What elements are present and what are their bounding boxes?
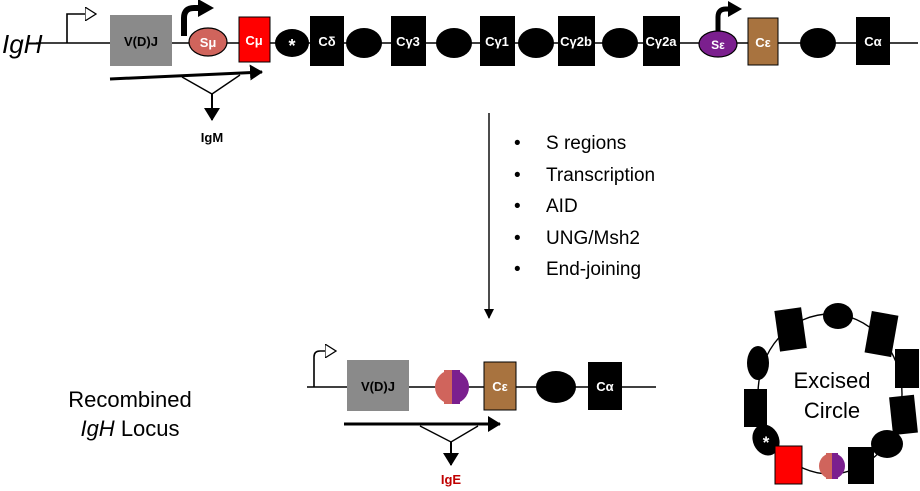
igm-splice-icon [181, 74, 241, 95]
s-mu-promoter-arrowhead-icon [198, 0, 214, 17]
germline-vdj-label: V(D)J [124, 34, 158, 49]
recombined-c-alpha-segment [588, 362, 622, 410]
c-epsilon-segment [747, 17, 779, 66]
c-epsilon-label: Cε [755, 35, 771, 50]
recombined-s-oval [536, 371, 576, 403]
recombined-vdj-label: V(D)J [361, 379, 395, 394]
circle-segment-bottom-right [848, 447, 874, 484]
circle-segment-top-left [774, 307, 807, 352]
circle-asterisk-label: * [763, 433, 770, 452]
ige-splice-icon [419, 425, 479, 443]
c-alpha-label: Cα [864, 34, 881, 49]
recombined-locus-caption: Recombined IgH Locus [50, 385, 210, 443]
recombined-c-epsilon-label: Cε [492, 379, 508, 394]
circle-hybrid-s-mu-body [826, 453, 832, 479]
recombined-c-epsilon-segment [483, 361, 517, 411]
c-gamma3-segment [391, 16, 426, 66]
recombined-promoter-arrow-icon [313, 351, 335, 387]
recombined-caption-italic: IgH [80, 416, 115, 441]
requirement-item: End-joining [512, 254, 655, 286]
igm-transcript-line [109, 64, 263, 81]
igm-label: IgM [201, 130, 223, 145]
s-mu-label: Sμ [200, 35, 217, 50]
recombined-caption-line2: IgH Locus [50, 414, 210, 443]
hybrid-s-epsilon-body [452, 370, 460, 404]
recombined-c-alpha-label: Cα [596, 379, 613, 394]
circle-segment-left [744, 389, 767, 427]
asterisk-label: * [288, 36, 295, 56]
s-epsilon-region [698, 30, 738, 58]
c-gamma2a-segment [643, 16, 680, 66]
circle-oval-top [823, 303, 853, 329]
recombined-caption-line1: Recombined [68, 387, 192, 412]
circle-c-mu-segment [774, 445, 803, 485]
s-epsilon-promoter-arrow-icon [715, 6, 730, 32]
excised-circle-label-line1: Excised [793, 368, 870, 393]
recombined-vdj-segment [347, 360, 409, 411]
c-gamma1-segment [480, 16, 515, 66]
csr-requirements-list: S regions Transcription AID UNG/Msh2 End… [512, 128, 655, 286]
c-gamma2b-segment [558, 16, 595, 66]
c-gamma2b-label: Cγ2b [560, 34, 592, 49]
s-oval-1 [346, 28, 382, 58]
c-delta-label: Cδ [318, 34, 335, 49]
c-gamma2a-label: Cγ2a [645, 34, 677, 49]
s-mu-region [188, 27, 228, 57]
c-mu-label: Cμ [245, 33, 262, 48]
hybrid-s-mu-body [444, 370, 452, 404]
circle-hybrid-s-epsilon-body [832, 453, 838, 479]
c-alpha-segment [856, 17, 890, 65]
igh-locus-label: IgH [2, 29, 43, 59]
c-gamma3-label: Cγ3 [396, 34, 420, 49]
circle-oval-lower-right [871, 430, 903, 458]
s-oval-3 [518, 28, 554, 58]
circle-segment-lower-right [889, 394, 918, 436]
s-oval-2 [436, 28, 472, 58]
s-mu-promoter-arrow-icon [181, 5, 200, 36]
s-oval-4 [602, 28, 638, 58]
circle-oval-left [747, 346, 769, 380]
ige-label: IgE [441, 472, 462, 487]
c-delta-segment [310, 16, 344, 66]
requirement-item: UNG/Msh2 [512, 223, 655, 255]
excised-circle-label-line2: Circle [804, 398, 860, 423]
requirement-item: S regions [512, 128, 655, 160]
c-gamma1-label: Cγ1 [485, 34, 509, 49]
s-epsilon-promoter-arrowhead-icon [728, 1, 742, 17]
c-mu-segment [238, 16, 271, 63]
circle-segment-right [895, 349, 919, 388]
s-epsilon-label: Sε [711, 38, 725, 52]
circle-asterisk-oval [752, 424, 780, 456]
germline-promoter-arrow-icon [66, 14, 95, 43]
germline-vdj-segment [110, 15, 172, 66]
asterisk-oval [275, 29, 309, 57]
recombined-caption-rest: Locus [114, 416, 180, 441]
s-oval-5 [800, 28, 836, 58]
requirement-item: AID [512, 191, 655, 223]
circle-segment-top-right [864, 311, 899, 358]
requirement-item: Transcription [512, 160, 655, 192]
